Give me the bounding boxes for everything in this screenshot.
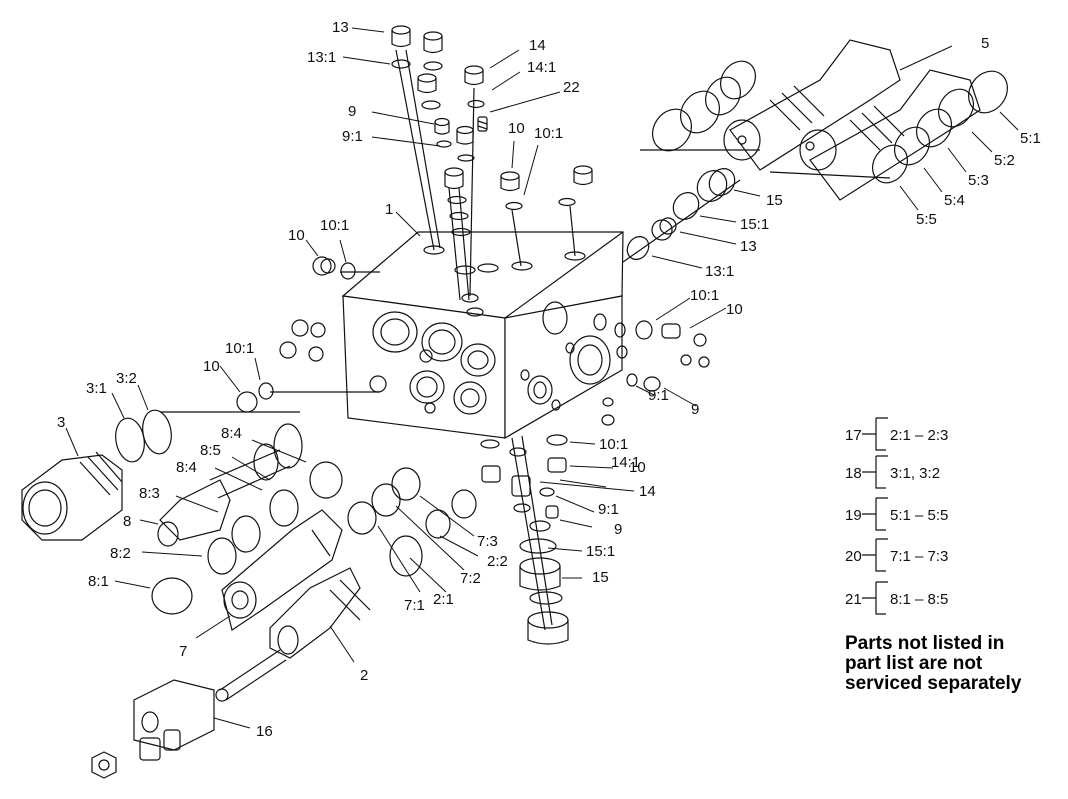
callout: 7:3 bbox=[477, 533, 498, 550]
kit-number: 20 bbox=[845, 548, 862, 565]
callout: 7 bbox=[179, 643, 187, 660]
callout: 9:1 bbox=[648, 387, 669, 404]
kit-range: 7:1 – 7:3 bbox=[890, 548, 948, 565]
callout-labels: 13 13:1 14 14:1 22 9 9:1 10 10:1 1 10 10… bbox=[57, 19, 1041, 740]
kit-number: 19 bbox=[845, 507, 862, 524]
cartridge-2 bbox=[215, 567, 371, 702]
callout: 14 bbox=[529, 37, 546, 54]
note-line: Parts not listed in bbox=[845, 633, 1005, 654]
plug-13-left bbox=[391, 25, 441, 251]
callout: 2:2 bbox=[487, 553, 508, 570]
plug-13-right bbox=[417, 31, 443, 110]
callout: 9 bbox=[614, 521, 622, 538]
callout: 8:5 bbox=[200, 442, 221, 459]
cartridge-3 bbox=[21, 409, 300, 541]
callout: 22 bbox=[563, 79, 580, 96]
callout: 9:1 bbox=[342, 128, 363, 145]
callout: 13:1 bbox=[705, 263, 734, 280]
callout: 10:1 bbox=[320, 217, 349, 234]
callout: 15 bbox=[592, 569, 609, 586]
callout: 2:1 bbox=[433, 591, 454, 608]
leader-lines bbox=[65, 27, 1019, 729]
plug-10-top bbox=[500, 165, 593, 267]
callout: 14 bbox=[639, 483, 656, 500]
kit-row: 20 7:1 – 7:3 bbox=[845, 538, 948, 572]
callout: 10 bbox=[288, 227, 305, 244]
note-line: serviced separately bbox=[845, 673, 1022, 694]
callout: 15:1 bbox=[586, 543, 615, 560]
callout: 5:3 bbox=[968, 172, 989, 189]
callout: 10:1 bbox=[534, 125, 563, 142]
kit-range: 2:1 – 2:3 bbox=[890, 427, 948, 444]
callout: 15:1 bbox=[740, 216, 769, 233]
callout: 8 bbox=[123, 513, 131, 530]
plug-9-stack bbox=[434, 117, 475, 301]
cartridge-8 bbox=[151, 423, 343, 615]
kit-range: 8:1 – 8:5 bbox=[890, 591, 948, 608]
service-note: Parts not listed in part list are not se… bbox=[845, 634, 1060, 694]
callout: 13:1 bbox=[307, 49, 336, 66]
kit-number: 18 bbox=[845, 465, 862, 482]
solenoid-16 bbox=[91, 679, 215, 779]
callout: 8:2 bbox=[110, 545, 131, 562]
plug-14 bbox=[464, 65, 485, 297]
kit-row: 18 3:1, 3:2 bbox=[845, 455, 940, 489]
callout: 10:1 bbox=[225, 340, 254, 357]
callout: 7:1 bbox=[404, 597, 425, 614]
callout: 14:1 bbox=[527, 59, 556, 76]
callout: 7:2 bbox=[460, 570, 481, 587]
kit-row: 21 8:1 – 8:5 bbox=[845, 581, 948, 615]
kit-row: 19 5:1 – 5:5 bbox=[845, 497, 948, 531]
left-fittings bbox=[236, 256, 380, 413]
kit-number: 21 bbox=[845, 591, 862, 608]
callout: 3:1 bbox=[86, 380, 107, 397]
top-plugs bbox=[391, 25, 593, 301]
kit-range: 5:1 – 5:5 bbox=[890, 507, 948, 524]
callout: 10 bbox=[726, 301, 743, 318]
valve-block bbox=[341, 231, 624, 440]
callout: 15 bbox=[766, 192, 783, 209]
plug-15-upper bbox=[622, 168, 741, 263]
callout: 3 bbox=[57, 414, 65, 431]
callout: 5:2 bbox=[994, 152, 1015, 169]
callout: 13 bbox=[740, 238, 757, 255]
callout: 9 bbox=[348, 103, 356, 120]
callout: 10:1 bbox=[599, 436, 628, 453]
service-kit-list: 17 2:1 – 2:3 18 3:1, 3:2 19 5:1 – 5:5 20… bbox=[845, 417, 948, 615]
kit-range: 3:1, 3:2 bbox=[890, 465, 940, 482]
callout: 5:5 bbox=[916, 211, 937, 228]
callout: 5:1 bbox=[1020, 130, 1041, 147]
spring-22 bbox=[477, 116, 488, 132]
callout: 10:1 bbox=[690, 287, 719, 304]
callout: 14:1 bbox=[611, 454, 640, 471]
callout: 8:4 bbox=[221, 425, 242, 442]
callout: 16 bbox=[256, 723, 273, 740]
right-fittings bbox=[593, 313, 710, 426]
cartridge-7 bbox=[221, 467, 477, 631]
callout: 8:4 bbox=[176, 459, 197, 476]
callout: 9 bbox=[691, 401, 699, 418]
note-line: part list are not bbox=[845, 653, 983, 674]
kit-number: 17 bbox=[845, 427, 862, 444]
callout: 8:3 bbox=[139, 485, 160, 502]
callout: 9:1 bbox=[598, 501, 619, 518]
callout: 8:1 bbox=[88, 573, 109, 590]
callout: 10 bbox=[629, 459, 646, 476]
callout: 13 bbox=[332, 19, 349, 36]
callout: 3:2 bbox=[116, 370, 137, 387]
callout: 1 bbox=[385, 201, 393, 218]
cartridge-5 bbox=[640, 39, 1009, 201]
bottom-stack bbox=[480, 434, 569, 645]
kit-row: 17 2:1 – 2:3 bbox=[845, 417, 948, 451]
callout: 5:4 bbox=[944, 192, 965, 209]
callout: 5 bbox=[981, 35, 989, 52]
callout: 2 bbox=[360, 667, 368, 684]
callout: 10 bbox=[203, 358, 220, 375]
callout: 10 bbox=[508, 120, 525, 137]
